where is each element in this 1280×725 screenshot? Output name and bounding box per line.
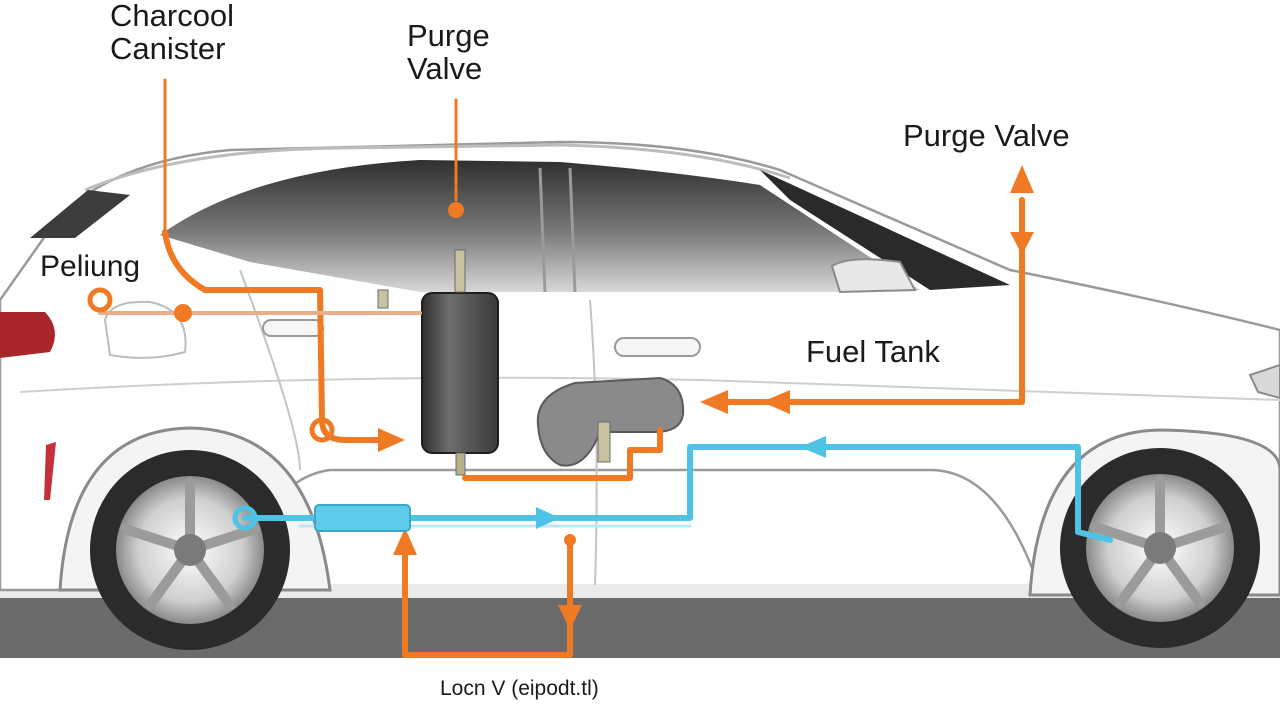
- fuel-door: [103, 300, 187, 359]
- window-pillar: [538, 167, 547, 293]
- window-glass: [160, 160, 920, 292]
- fuel-arrow-right: [536, 507, 560, 529]
- charcoal-canister-label-line1: Charcool: [110, 0, 235, 33]
- fuel-tank-label: Fuel Tank: [806, 334, 940, 369]
- door-handle: [614, 337, 701, 357]
- arrow-purge-mid: [1010, 232, 1034, 255]
- charcoal-canister: [377, 249, 499, 476]
- fuel-line-end-fitting: [232, 505, 258, 531]
- purge-valve-marker: [448, 202, 464, 218]
- vapor-lines: [98, 78, 1025, 658]
- bottom-loop-tip: [564, 534, 576, 546]
- front-wheel: [1060, 448, 1260, 648]
- rear-wheel: [90, 450, 290, 650]
- arrow-bottom-up: [393, 528, 417, 555]
- mirror: [830, 258, 917, 294]
- purge-valve-label-top-line1: Purge: [407, 18, 490, 53]
- rear-reflector: [44, 442, 56, 500]
- fuel-tank-fitting: [597, 421, 611, 463]
- vapor-arrows: [378, 165, 1034, 630]
- tail-light: [0, 312, 55, 358]
- fuel-tank-vapor-line: [717, 197, 1025, 405]
- rear-window: [30, 190, 130, 238]
- fuel-arrow-left: [800, 436, 826, 458]
- peliung-fitting-left: [87, 287, 113, 313]
- front-window-dark: [760, 170, 1010, 290]
- purge-valve-label-right: Purge Valve: [903, 118, 1070, 153]
- arrow-to-fuel-tank-2: [762, 390, 790, 414]
- head-light: [1248, 363, 1280, 400]
- arrow-to-fuel-tank-1: [700, 390, 728, 414]
- bottom-loop-line: [402, 535, 573, 658]
- rear-door-line: [239, 269, 301, 471]
- arrow-bottom-down: [558, 605, 582, 630]
- charcoal-canister-label-line2: Canister: [110, 30, 226, 66]
- purge-valve-label-top: Purge Valve: [407, 18, 490, 86]
- main-fuel-line: [242, 444, 1113, 543]
- peliung-fitting-right: [174, 304, 192, 322]
- body-side-line: [19, 376, 1280, 401]
- bottom-caption: Locn V (eipodt.tl): [440, 677, 599, 700]
- purge-valve-label-top-line2: Valve: [407, 50, 483, 86]
- arrow-purge-up: [1010, 165, 1034, 193]
- peliung-label: Peliung: [40, 250, 141, 283]
- car-roof-line: [84, 143, 791, 192]
- charcoal-canister-label: Charcool Canister: [110, 0, 234, 65]
- canister-outlet-line: [462, 427, 663, 481]
- window-pillar-2: [568, 167, 577, 293]
- rear-line-loop: [309, 417, 335, 443]
- arrow-to-canister: [378, 428, 405, 452]
- rear-door-handle: [262, 319, 324, 337]
- rear-vapor-line: [162, 229, 383, 443]
- fuel-filter: [314, 504, 411, 532]
